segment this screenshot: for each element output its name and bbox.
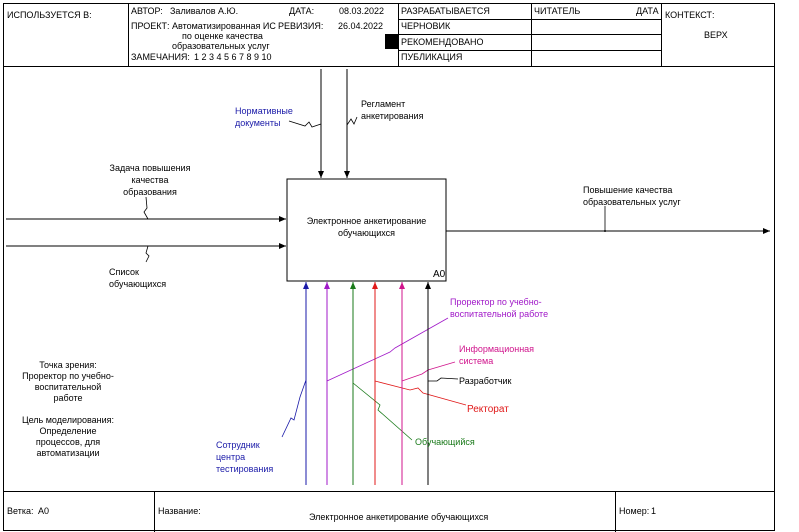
input-students-arrow: [6, 243, 286, 263]
footer-block: Ветка: A0 Название: Электронное анкетиро…: [4, 491, 774, 532]
students-list-line-1: Список: [109, 267, 139, 277]
activity-box: [286, 178, 447, 282]
student-label: Обучающийся: [415, 437, 475, 447]
output-improvement-arrow: [446, 206, 770, 234]
number-value: 1: [651, 506, 657, 516]
improvement-label: Повышение качества образовательных услуг: [583, 184, 681, 208]
improvement-line-2: образовательных услуг: [583, 197, 681, 207]
date-label: ДАТА:: [289, 6, 315, 16]
prorector-label: Проректор по учебно- воспитательной рабо…: [450, 296, 548, 320]
testing-center-line-3: тестирования: [216, 464, 274, 474]
revision-value: 26.04.2022: [338, 21, 384, 31]
task-line-2: качества: [131, 175, 169, 185]
normative-line-2: документы: [235, 118, 281, 128]
regulation-line-1: Регламент: [361, 99, 406, 109]
students-list-label: Список обучающихся: [109, 266, 166, 290]
normative-line-1: Нормативные: [235, 106, 293, 116]
number-label: Номер:: [619, 506, 650, 516]
rectorate-label: Ректорат: [467, 404, 509, 415]
testing-center-line-1: Сотрудник: [216, 440, 260, 450]
viewpoint-line-3: воспитательной: [34, 382, 102, 392]
header-divider: [128, 4, 129, 66]
project-label: ПРОЕКТ:: [131, 21, 170, 31]
header-divider: [398, 4, 399, 66]
info-system-label: Информационная система: [459, 343, 534, 367]
mechanism-developer-arrow: [425, 282, 459, 485]
project-line-3: образовательных услуг: [172, 41, 270, 51]
purpose-line-2: Определение: [39, 426, 97, 436]
recommended-marker: [385, 34, 398, 49]
footer-divider: [154, 492, 155, 532]
notes-numbers: 1 2 3 4 5 6 7 8 9 10: [194, 52, 272, 62]
task-line-1: Задача повышения: [109, 163, 191, 173]
reader-date-label: ДАТА: [636, 6, 659, 16]
students-list-line-2: обучающихся: [109, 279, 167, 289]
diagram-title: Электронное анкетирование обучающихся: [309, 512, 489, 522]
idef0-frame: ИСПОЛЬЗУЕТСЯ В: АВТОР: Заливалов А.Ю. ДА…: [3, 3, 775, 532]
activity-title-line-1: Электронное анкетирование: [306, 216, 427, 226]
header-row-divider: [398, 50, 661, 51]
header-divider: [531, 4, 532, 66]
prorector-line-1: Проректор по учебно-: [450, 297, 542, 307]
mechanism-rectorate-arrow: [372, 282, 467, 485]
context-label: КОНТЕКСТ:: [665, 10, 715, 20]
context-value: ВЕРХ: [704, 30, 728, 40]
title-label: Название:: [158, 506, 201, 516]
task-label: Задача повышения качества образования: [100, 162, 200, 198]
viewpoint-line-4: работе: [53, 393, 83, 403]
purpose-line-1: Цель моделирования:: [21, 415, 115, 425]
node-label: Ветка:: [7, 506, 34, 516]
node-value: A0: [38, 506, 50, 516]
info-system-line-2: система: [459, 356, 494, 366]
prorector-line-2: воспитательной работе: [450, 309, 549, 319]
mechanism-prorector-arrow: [324, 282, 449, 485]
normative-docs-label: Нормативные документы: [235, 105, 293, 129]
project-line-2: по оценке качества: [182, 31, 263, 41]
header-divider: [661, 4, 662, 66]
improvement-line-1: Повышение качества: [583, 185, 673, 195]
author-label: АВТОР:: [131, 6, 163, 16]
viewpoint-line-1: Точка зрения:: [39, 360, 97, 370]
header-row-divider: [398, 34, 661, 35]
revision-label: РЕВИЗИЯ:: [278, 21, 324, 31]
mechanism-student-arrow: [350, 282, 413, 485]
input-task-arrow: [6, 196, 286, 222]
header-block: ИСПОЛЬЗУЕТСЯ В: АВТОР: Заливалов А.Ю. ДА…: [4, 4, 774, 67]
control-regulation-arrow: [344, 69, 358, 178]
testing-center-line-2: центра: [216, 452, 246, 462]
regulation-line-2: анкетирования: [361, 111, 424, 121]
viewpoint-spacer: [8, 404, 128, 415]
used-at-label: ИСПОЛЬЗУЕТСЯ В:: [7, 10, 92, 20]
purpose-line-3: процессов, для: [35, 437, 101, 447]
viewpoint-line-2: Проректор по учебно-: [22, 371, 114, 381]
viewpoint-purpose-note: Точка зрения: Проректор по учебно- воспи…: [8, 360, 128, 459]
status-publication: ПУБЛИКАЦИЯ: [401, 52, 463, 62]
regulation-label: Регламент анкетирования: [361, 98, 423, 122]
reader-label: ЧИТАТЕЛЬ: [534, 6, 581, 16]
control-normative-arrow: [288, 69, 324, 178]
author-value: Заливалов А.Ю.: [170, 6, 239, 16]
developer-label: Разработчик: [459, 376, 512, 386]
project-line-1: Автоматизированная ИС: [172, 21, 276, 31]
status-recommended: РЕКОМЕНДОВАНО: [401, 37, 484, 47]
footer-divider: [615, 492, 616, 532]
mechanism-info-system-arrow: [399, 282, 456, 485]
testing-center-label: Сотрудник центра тестирования: [216, 439, 273, 475]
status-draft: ЧЕРНОВИК: [401, 21, 451, 31]
task-line-3: образования: [123, 187, 177, 197]
notes-label: ЗАМЕЧАНИЯ:: [131, 52, 190, 62]
info-system-line-1: Информационная: [459, 344, 535, 354]
header-row-divider: [398, 19, 661, 20]
activity-box-number: A0: [433, 269, 446, 280]
date-value: 08.03.2022: [339, 6, 385, 16]
activity-title-line-2: обучающихся: [337, 228, 396, 238]
purpose-line-4: автоматизации: [36, 448, 100, 458]
status-working: РАЗРАБАТЫВАЕТСЯ: [401, 6, 490, 16]
activity-box-title: Электронное анкетирование обучающихся: [290, 215, 443, 239]
mechanism-testing-center-arrow: [281, 282, 309, 485]
